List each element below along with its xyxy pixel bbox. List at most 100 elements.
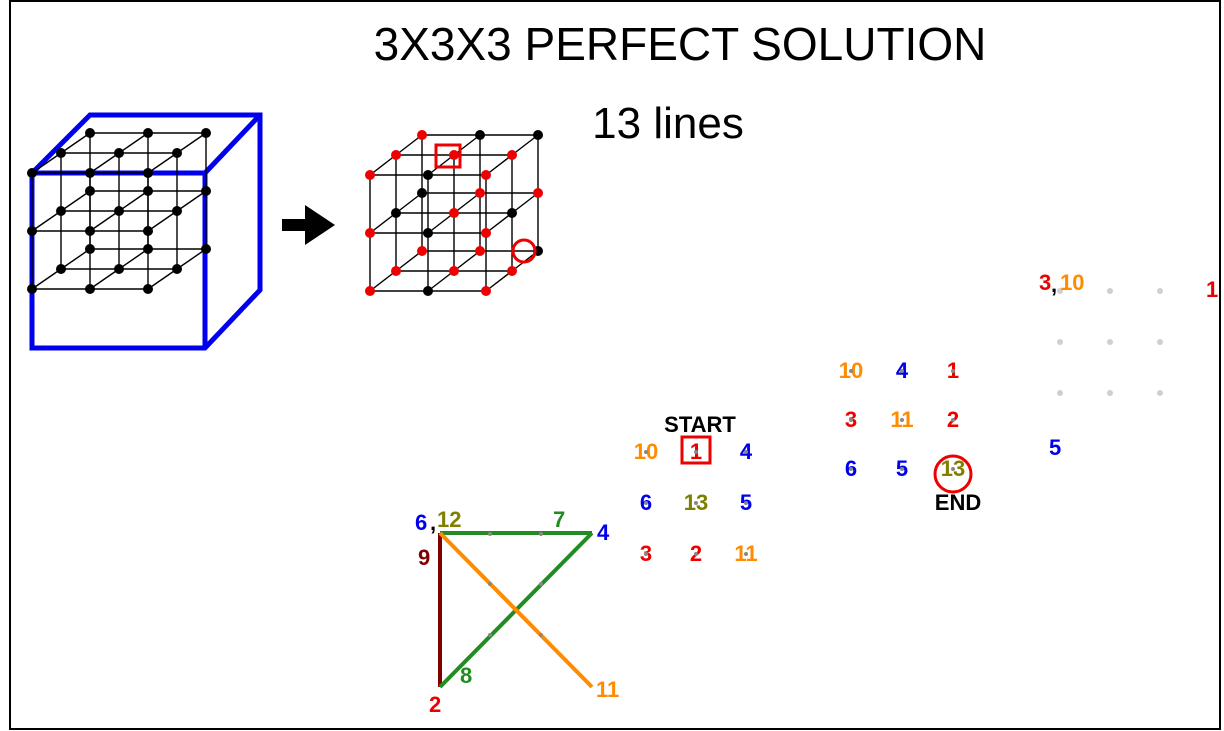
start-label: START	[664, 412, 736, 437]
lattice-dot	[114, 264, 124, 274]
solution-line-diagram: 6 , 12 7 4 9 8 2 11	[415, 507, 619, 717]
right-arrow-icon	[282, 205, 335, 245]
grid-dot	[644, 501, 648, 505]
lattice-dot	[481, 228, 491, 238]
lattice-dot	[417, 246, 427, 256]
lattice-dot	[143, 226, 153, 236]
lattice-dot	[417, 188, 427, 198]
lattice-dot	[85, 284, 95, 294]
line-label: 8	[460, 663, 472, 688]
lattice-dot	[201, 128, 211, 138]
lattice-dot	[533, 188, 543, 198]
lattice-dot	[172, 206, 182, 216]
line-11	[438, 531, 594, 689]
lattice-dot	[172, 264, 182, 274]
lattice-dot	[85, 244, 95, 254]
grid-dot	[694, 450, 698, 454]
end-circle	[933, 454, 973, 494]
far-label: 10	[1060, 270, 1084, 295]
start-marker-square	[434, 143, 462, 169]
lattice-dot	[391, 208, 401, 218]
lattice-dot	[481, 286, 491, 296]
lattice-dot	[449, 266, 459, 276]
grid-dot	[744, 450, 748, 454]
grid-dot	[694, 501, 698, 505]
line-label: 4	[597, 520, 610, 545]
grid-dot	[900, 418, 904, 422]
lattice-dot	[365, 170, 375, 180]
cube-top-edge	[203, 113, 262, 175]
lattice-dot	[475, 188, 485, 198]
lattice-dot	[143, 244, 153, 254]
lattice-dot	[417, 130, 427, 140]
lattice-dot	[143, 284, 153, 294]
grid-dot	[951, 369, 955, 373]
lattice-dot	[449, 150, 459, 160]
grid-dot	[849, 418, 853, 422]
lattice-dot	[27, 226, 37, 236]
grid-dot	[951, 467, 955, 471]
lattice-dot	[201, 244, 211, 254]
page-title: 3X3X3 PERFECT SOLUTION	[374, 18, 987, 70]
lattice-dot	[114, 148, 124, 158]
lattice-dot	[423, 170, 433, 180]
lattice-dot	[85, 128, 95, 138]
grid-dot	[644, 450, 648, 454]
lattice-dot	[507, 208, 517, 218]
end-marker-circle	[511, 238, 537, 264]
lattice-dot	[391, 150, 401, 160]
grid-dot	[849, 467, 853, 471]
lattice-dot	[143, 186, 153, 196]
lattice-dot	[475, 130, 485, 140]
grid-dot	[849, 369, 853, 373]
lattice-dot	[172, 148, 182, 158]
lattice-dot	[391, 266, 401, 276]
black-dot-lattice	[27, 128, 211, 294]
lattice-dot	[365, 286, 375, 296]
lattice-dot	[423, 228, 433, 238]
lattice-dot	[533, 130, 543, 140]
line-label: 9	[418, 545, 430, 570]
line-label: 2	[429, 692, 441, 717]
grid-dot	[694, 552, 698, 556]
far-right-layer: 3 , 10 1 5	[1039, 270, 1218, 460]
far-label: 5	[1049, 435, 1061, 460]
lattice-dot	[56, 264, 66, 274]
end-layer-grid: END 104131126513	[839, 358, 981, 515]
lattice-dot	[85, 186, 95, 196]
line-label: 6	[415, 510, 427, 535]
start-layer-grid: START 101461353211	[634, 412, 758, 566]
slide-frame	[9, 0, 1221, 730]
grid-dot	[744, 501, 748, 505]
grid-dot	[744, 552, 748, 556]
line-label: 11	[596, 677, 619, 702]
far-label: 1	[1206, 277, 1218, 302]
lattice-dot	[507, 266, 517, 276]
svg-text:,: ,	[430, 510, 436, 535]
lattice-dot	[56, 206, 66, 216]
far-label: 3	[1039, 270, 1051, 295]
start-box	[680, 435, 712, 465]
lattice-dot	[143, 128, 153, 138]
lattice-dot	[27, 284, 37, 294]
lattice-dot	[85, 226, 95, 236]
lattice-dot	[423, 286, 433, 296]
grid-dot	[951, 418, 955, 422]
lattice-dot	[114, 206, 124, 216]
page-subtitle: 13 lines	[592, 99, 744, 148]
end-label: END	[935, 490, 981, 515]
lattice-dot	[27, 168, 37, 178]
grid-dot	[644, 552, 648, 556]
lattice-dot	[507, 150, 517, 160]
lattice-dot	[449, 208, 459, 218]
lattice-dot	[201, 186, 211, 196]
marked-cube-lattice	[365, 130, 543, 296]
grid-dot	[900, 369, 904, 373]
lattice-dot	[475, 246, 485, 256]
lattice-dot	[143, 168, 153, 178]
lattice-dot	[481, 170, 491, 180]
cube-outline-diagram	[27, 112, 263, 351]
svg-text:,: ,	[1051, 272, 1057, 297]
line-label: 7	[553, 507, 565, 532]
